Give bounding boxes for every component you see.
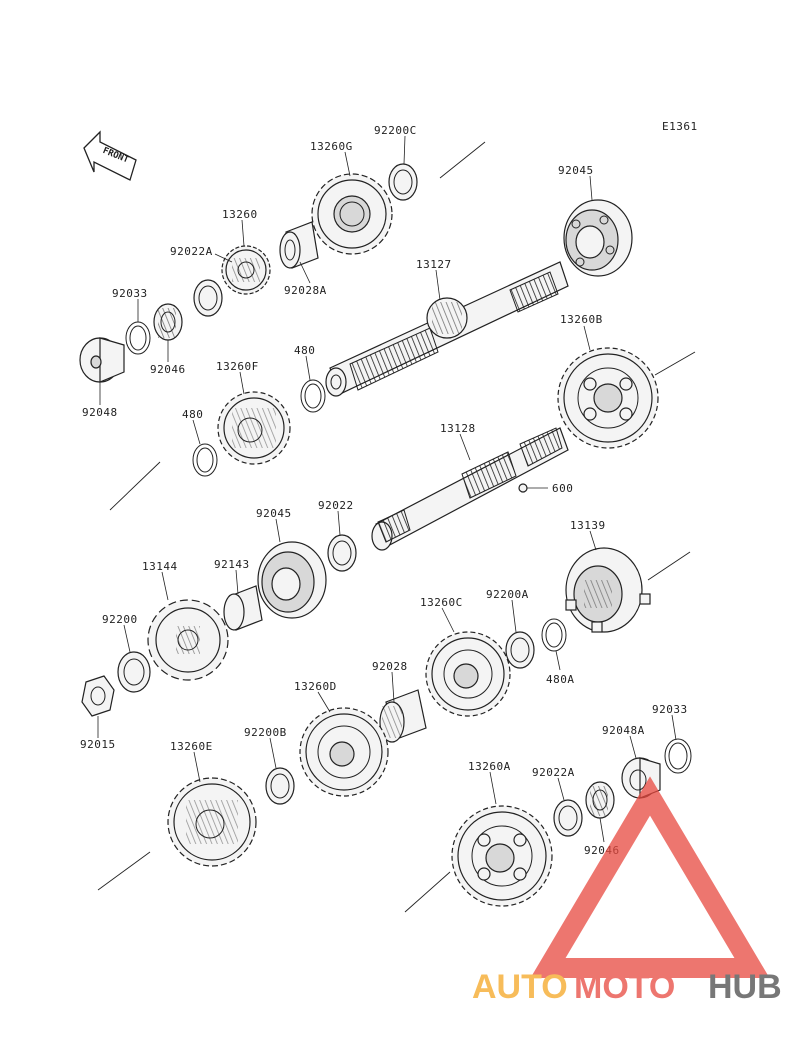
label-13260a: 13260A bbox=[468, 760, 511, 773]
part-92033-circlip bbox=[125, 321, 151, 355]
label-600: 600 bbox=[552, 482, 573, 495]
part-13260a-gear bbox=[451, 805, 553, 907]
automotohub-logo: AUTO MOTO HUB bbox=[472, 776, 782, 1006]
label-92200: 92200 bbox=[102, 613, 138, 626]
part-92033-circlip-lower bbox=[664, 738, 692, 774]
axis-line bbox=[654, 351, 696, 376]
label-13260e: 13260E bbox=[170, 740, 213, 753]
part-92046-needle-bearing bbox=[153, 303, 183, 341]
label-92045: 92045 bbox=[558, 164, 594, 177]
part-92200a-washer bbox=[505, 631, 535, 669]
part-92028-needle-bearing bbox=[379, 689, 427, 743]
part-13128-input-shaft bbox=[371, 427, 569, 551]
label-13260d: 13260D bbox=[294, 680, 337, 693]
part-92045-ball-bearing-lower bbox=[257, 541, 327, 619]
label-13260g: 13260G bbox=[310, 140, 353, 153]
part-13260f-gear bbox=[217, 391, 291, 465]
label-92022a: 92022A bbox=[170, 245, 213, 258]
label-13260f: 13260F bbox=[216, 360, 259, 373]
label-13144: 13144 bbox=[142, 560, 178, 573]
part-13139-shift-dog bbox=[565, 547, 651, 633]
logo-text-moto: MOTO bbox=[574, 968, 675, 1006]
part-92046-needle-bearing-lower bbox=[585, 781, 615, 819]
part-92045-ball-bearing bbox=[563, 199, 633, 277]
front-arrow-icon: FRONT bbox=[83, 130, 137, 181]
label-92033-lower: 92033 bbox=[652, 703, 688, 716]
axis-line bbox=[97, 851, 151, 891]
part-92200-washer bbox=[117, 651, 151, 693]
part-13260g-gear bbox=[311, 173, 393, 255]
label-92143: 92143 bbox=[214, 558, 250, 571]
logo-triangle-icon bbox=[530, 776, 770, 978]
label-92200c: 92200C bbox=[374, 124, 417, 137]
label-92048: 92048 bbox=[82, 406, 118, 419]
label-92033: 92033 bbox=[112, 287, 148, 300]
part-92022a-washer-lower bbox=[553, 799, 583, 837]
part-92200b-washer bbox=[265, 767, 295, 805]
label-92045-lower: 92045 bbox=[256, 507, 292, 520]
part-92048-cap bbox=[79, 337, 125, 383]
part-480a-circlip bbox=[541, 618, 567, 652]
part-labels: 13260G 92200C 92045 13260 92022A 92028A … bbox=[80, 124, 688, 857]
label-92200a: 92200A bbox=[486, 588, 529, 601]
label-92200b: 92200B bbox=[244, 726, 287, 739]
label-480-lower: 480 bbox=[182, 408, 203, 421]
label-92028: 92028 bbox=[372, 660, 408, 673]
part-92022a-washer bbox=[193, 279, 223, 317]
part-13260b-gear bbox=[557, 347, 659, 449]
part-13260e-gear bbox=[167, 777, 257, 867]
label-92015: 92015 bbox=[80, 738, 116, 751]
label-480: 480 bbox=[294, 344, 315, 357]
axis-line bbox=[647, 551, 691, 581]
label-92028a: 92028A bbox=[284, 284, 327, 297]
leader-lines bbox=[97, 135, 677, 843]
part-13260c-gear bbox=[425, 631, 511, 717]
label-92022a-lower: 92022A bbox=[532, 766, 575, 779]
axis-line bbox=[404, 871, 451, 913]
logo-text-auto: AUTO bbox=[472, 968, 568, 1006]
part-13127-output-shaft bbox=[325, 261, 569, 397]
label-13260: 13260 bbox=[222, 208, 258, 221]
axis-line bbox=[439, 141, 486, 179]
label-13139: 13139 bbox=[570, 519, 606, 532]
part-92143-collar bbox=[223, 585, 263, 631]
label-92022: 92022 bbox=[318, 499, 354, 512]
label-480a: 480A bbox=[546, 673, 575, 686]
part-13260d-gear bbox=[299, 707, 389, 797]
part-13144-sprocket bbox=[147, 599, 229, 681]
label-13127: 13127 bbox=[416, 258, 452, 271]
part-92015-nut bbox=[81, 675, 115, 717]
part-480-circlip bbox=[300, 379, 326, 413]
logo-text-hub: HUB bbox=[708, 968, 782, 1006]
label-92046: 92046 bbox=[150, 363, 186, 376]
part-600-ball bbox=[518, 483, 528, 493]
axis-line bbox=[109, 461, 161, 511]
part-480-circlip-lower bbox=[192, 443, 218, 477]
part-92028a-bearing bbox=[279, 221, 319, 269]
label-13260c: 13260C bbox=[420, 596, 463, 609]
part-13260-gear bbox=[221, 245, 271, 295]
label-13260b: 13260B bbox=[560, 313, 603, 326]
part-92200c-washer bbox=[388, 163, 418, 201]
part-92022-washer bbox=[327, 534, 357, 572]
label-92048a: 92048A bbox=[602, 724, 645, 737]
diagram-code: E1361 bbox=[662, 120, 698, 133]
label-13128: 13128 bbox=[440, 422, 476, 435]
